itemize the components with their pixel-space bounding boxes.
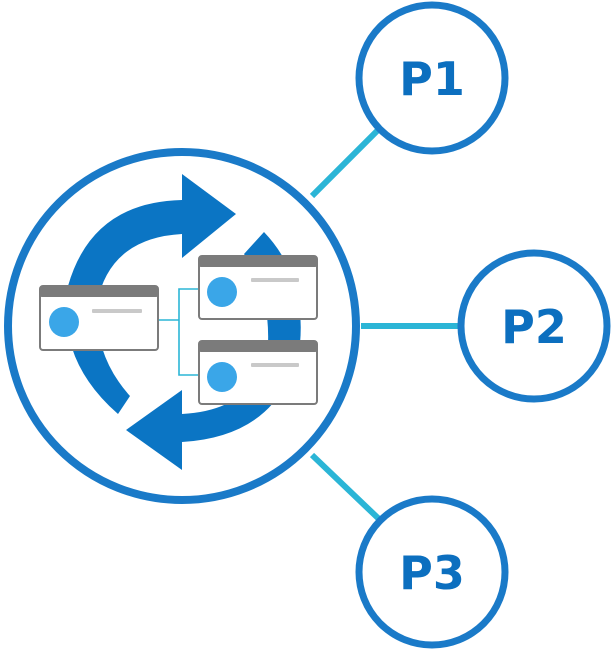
node-p1: P1 — [355, 1, 509, 155]
node-p3-circle — [355, 495, 509, 649]
target-card-1-avatar — [207, 277, 237, 307]
target-card-1-header — [199, 256, 317, 267]
node-p1-label: P1 — [399, 52, 465, 106]
target-card-1-text-line — [251, 278, 299, 282]
connector-p3 — [309, 452, 383, 523]
target-card-1 — [198, 255, 318, 320]
source-card-header — [40, 286, 158, 297]
node-p3-label: P3 — [399, 546, 465, 600]
connectors — [309, 126, 461, 523]
node-p2-label: P2 — [501, 300, 567, 354]
target-card-2 — [198, 340, 318, 405]
card-links — [158, 288, 199, 376]
source-card — [39, 285, 159, 351]
node-p2: P2 — [457, 249, 611, 403]
target-card-2-text-line — [251, 363, 299, 367]
source-card-avatar — [49, 307, 79, 337]
cycle-arrow-top — [68, 174, 236, 303]
card-link-branch — [178, 288, 199, 376]
node-p3: P3 — [355, 495, 509, 649]
cycle-arrow-bottom — [126, 344, 300, 470]
target-card-2-header — [199, 341, 317, 352]
connector-p1 — [309, 126, 382, 199]
node-p1-circle — [355, 1, 509, 155]
target-card-2-avatar — [207, 362, 237, 392]
node-p2-circle — [457, 249, 611, 403]
source-card-text-line — [92, 309, 142, 313]
